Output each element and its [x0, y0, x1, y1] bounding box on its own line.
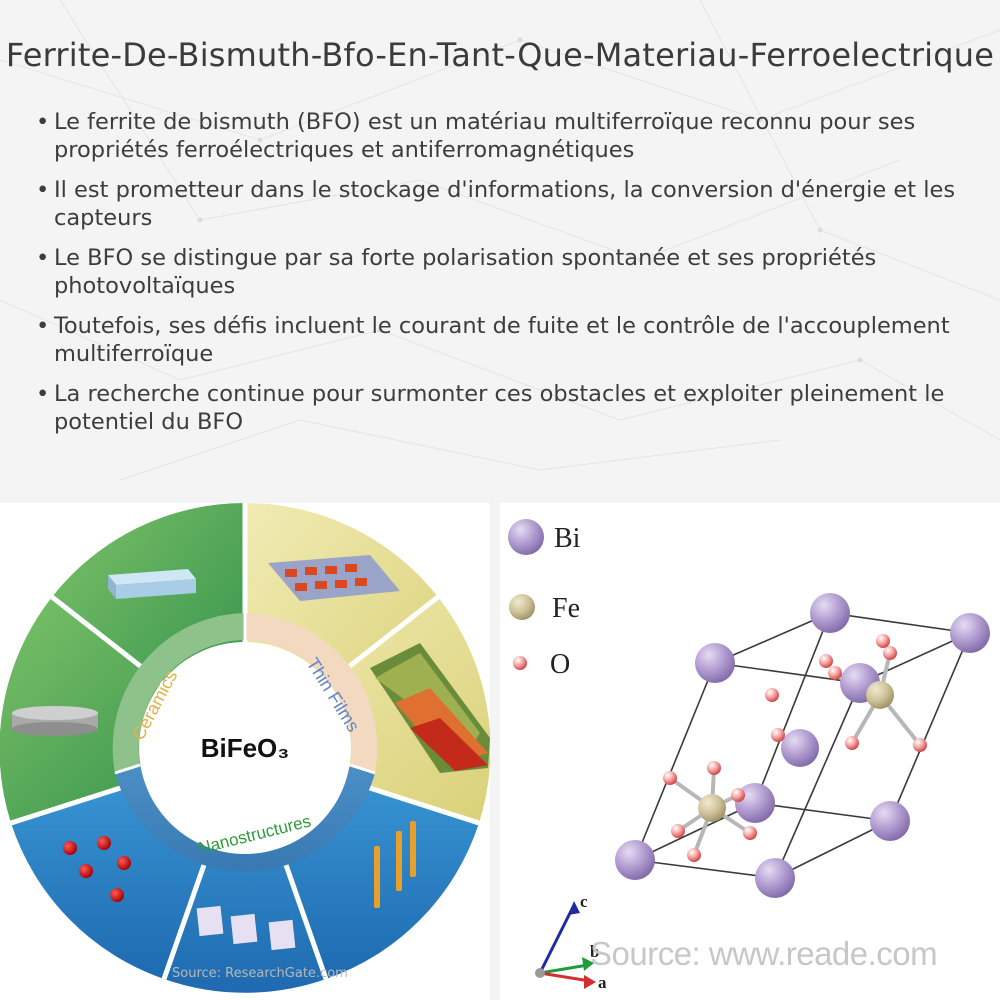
bfo-forms-diagram: BiFeO₃ Ceramics Thin Films Nanostructure…: [0, 503, 490, 1000]
bullet-item: La recherche continue pour surmonter ces…: [34, 380, 974, 436]
credit-right: Source: www.reade.com: [590, 935, 938, 972]
page-title: Ferrite-De-Bismuth-Bfo-En-Tant-Que-Mater…: [0, 30, 1000, 90]
unit-cell-edges: [632, 612, 973, 879]
legend: Bi Fe O: [508, 519, 581, 680]
nanorods-illustration: [374, 821, 416, 908]
nanoparticles-illustration: [63, 836, 131, 902]
center-circle: [139, 642, 351, 854]
legend-fe-label: Fe: [552, 593, 580, 624]
legend-o-marker: [513, 656, 527, 670]
ceramic-disk-illustration: [12, 706, 98, 736]
fe-atoms: [698, 681, 894, 822]
axis-label-b: b: [590, 942, 599, 961]
ring-nanostructures: [115, 765, 375, 872]
axis-label-c: c: [580, 892, 588, 911]
axis-label-a: a: [598, 973, 607, 992]
page-title-text: Ferrite-De-Bismuth-Bfo-En-Tant-Que-Mater…: [5, 36, 995, 74]
crystal-structure-diagram: Bi Fe O: [500, 503, 1000, 1000]
thin-film-electrodes-illustration: [268, 555, 400, 601]
legend-fe-marker: [509, 594, 535, 620]
ceramic-bar-illustration: [108, 569, 196, 599]
legend-bi-label: Bi: [554, 523, 581, 554]
thin-film-layers-illustration: [370, 643, 490, 773]
credit-left: Source: ResearchGate.com: [172, 966, 348, 981]
bullet-item: Toutefois, ses défis incluent le courant…: [34, 312, 974, 368]
ring-ceramics: [112, 613, 246, 773]
center-label: BiFeO₃: [201, 733, 290, 763]
bullet-item: Le BFO se distingue par sa forte polaris…: [34, 244, 974, 300]
nanosheets-illustration: [196, 905, 296, 951]
ring-thin-films: [245, 613, 378, 773]
bullet-item: Le ferrite de bismuth (BFO) est un matér…: [34, 108, 974, 164]
bullet-list: Le ferrite de bismuth (BFO) est un matér…: [34, 108, 974, 448]
axes-indicator: c b a: [535, 892, 607, 992]
bi-atoms: [615, 593, 990, 898]
legend-o-label: O: [550, 649, 570, 680]
legend-bi-marker: [508, 519, 544, 555]
bullet-item: Il est prometteur dans le stockage d'inf…: [34, 176, 974, 232]
o-atoms: [663, 634, 927, 862]
